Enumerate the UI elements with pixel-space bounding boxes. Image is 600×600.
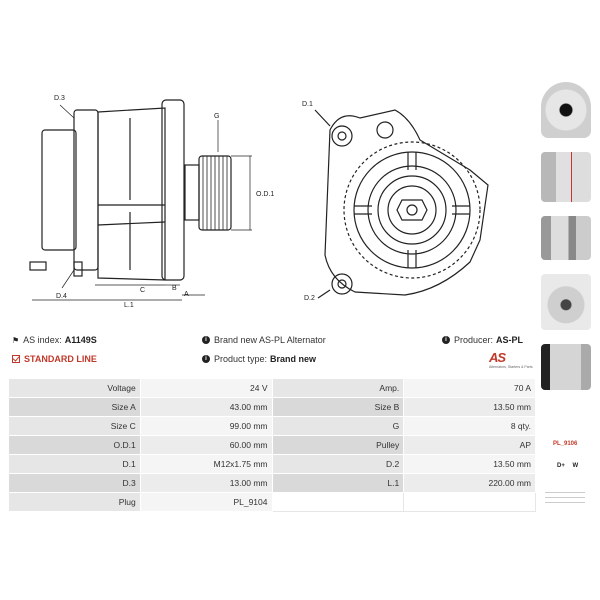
producer-value: AS-PL bbox=[496, 335, 524, 345]
label-d3: D.3 bbox=[54, 95, 65, 102]
spec-value bbox=[403, 492, 536, 512]
gallery-thumb-rear[interactable] bbox=[541, 274, 591, 330]
spec-key: L.1 bbox=[271, 473, 405, 493]
spec-value: M12x1.75 mm bbox=[139, 454, 273, 474]
spec-key: Size B bbox=[271, 397, 405, 417]
spec-key: D.2 bbox=[271, 454, 405, 474]
info-icon: i bbox=[202, 336, 210, 344]
gallery-thumb-side[interactable] bbox=[541, 216, 591, 260]
brand-info: i Brand new AS-PL Alternator bbox=[202, 335, 442, 345]
terminal-labels: D+ W bbox=[557, 463, 584, 469]
spec-value: PL_9104 bbox=[139, 492, 273, 512]
spec-value: 24 V bbox=[139, 378, 273, 398]
plug-label: PL_9106 bbox=[553, 441, 578, 447]
label-g: G bbox=[214, 113, 219, 120]
info-row-secondary: STANDARD LINE i Product type: Brand new bbox=[12, 354, 532, 364]
label-od1: O.D.1 bbox=[256, 191, 274, 198]
label-b: B bbox=[172, 285, 177, 292]
spec-value: 43.00 mm bbox=[139, 397, 273, 417]
technical-drawing: D.3 D.4 G O.D.1 L.1 C B A D.1 D.2 bbox=[29, 95, 489, 309]
spec-key: Amp. bbox=[271, 378, 405, 398]
spec-key: D.3 bbox=[8, 473, 141, 493]
as-index: ⚑ AS index: A1149S bbox=[12, 335, 97, 345]
label-c: C bbox=[140, 287, 145, 294]
spec-value: 220.00 mm bbox=[403, 473, 536, 493]
spec-value: AP bbox=[403, 435, 536, 455]
label-d1: D.1 bbox=[302, 101, 313, 108]
product-type-value: Brand new bbox=[270, 354, 317, 364]
spec-key: Size C bbox=[8, 416, 141, 436]
product-type: i Product type: Brand new bbox=[202, 354, 316, 364]
spec-key: Voltage bbox=[8, 378, 141, 398]
spec-key: Size A bbox=[8, 397, 141, 417]
checkbox-icon bbox=[12, 355, 20, 363]
info-icon: i bbox=[442, 336, 450, 344]
spec-value: 8 qty. bbox=[403, 416, 536, 436]
info-row-primary: ⚑ AS index: A1149S i Brand new AS-PL Alt… bbox=[12, 335, 532, 345]
terminal-w: W bbox=[572, 463, 579, 469]
spec-value: 13.00 mm bbox=[139, 473, 273, 493]
spec-value: 60.00 mm bbox=[139, 435, 273, 455]
spec-value: 70 A bbox=[403, 378, 536, 398]
gallery-thumb-box[interactable] bbox=[541, 152, 591, 202]
standard-line: STANDARD LINE bbox=[12, 354, 202, 364]
product-gallery bbox=[537, 82, 595, 404]
label-d4: D.4 bbox=[56, 293, 67, 300]
spec-key: D.1 bbox=[8, 454, 141, 474]
side-view bbox=[29, 99, 232, 281]
spec-value: 99.00 mm bbox=[139, 416, 273, 436]
producer-info: i Producer: AS-PL bbox=[442, 335, 523, 345]
spec-key: G bbox=[271, 416, 405, 436]
spec-key: Plug bbox=[8, 492, 141, 512]
label-a: A bbox=[184, 291, 189, 298]
plug-pin-table bbox=[545, 488, 585, 503]
gallery-thumb-angle[interactable] bbox=[541, 344, 591, 390]
spec-key bbox=[271, 492, 405, 512]
info-icon: i bbox=[202, 355, 210, 363]
as-pl-logo: AS Alternators, Starters & Parts bbox=[489, 350, 533, 369]
front-view bbox=[314, 109, 489, 299]
terminal-d-plus: D+ bbox=[557, 463, 565, 469]
label-d2: D.2 bbox=[304, 295, 315, 302]
spec-key: Pulley bbox=[271, 435, 405, 455]
spec-value: 13.50 mm bbox=[403, 454, 536, 474]
tag-icon: ⚑ bbox=[12, 335, 20, 345]
spec-value: 13.50 mm bbox=[403, 397, 536, 417]
dimension-lines bbox=[32, 104, 252, 301]
label-l1: L.1 bbox=[124, 302, 134, 309]
spec-key: O.D.1 bbox=[8, 435, 141, 455]
as-index-value: A1149S bbox=[64, 335, 97, 345]
gallery-thumb-front[interactable] bbox=[541, 82, 591, 138]
